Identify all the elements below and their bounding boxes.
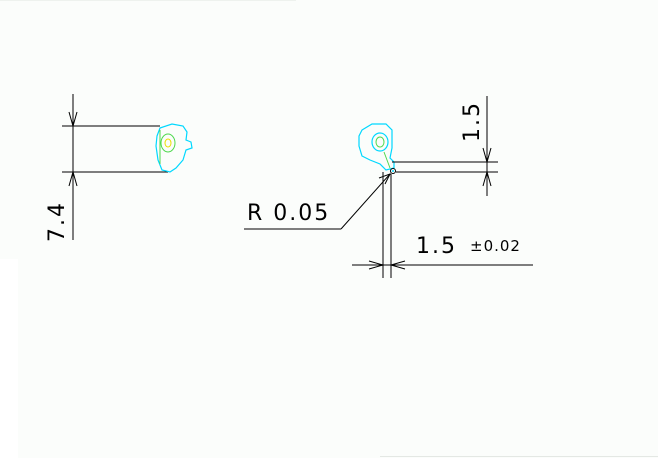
dimension-label-7-4: 7.4 — [45, 201, 70, 242]
arrow-bottom — [68, 170, 78, 187]
part-hole-left — [160, 133, 176, 153]
arrow-width-right — [389, 260, 406, 270]
arrow-height-top — [482, 147, 492, 164]
arrow-top — [68, 111, 78, 128]
radius-label: R 0.05 — [247, 201, 330, 226]
left-view: 7.4 — [45, 94, 193, 242]
arrow-height-bottom — [482, 170, 492, 187]
part-hole-right — [371, 132, 389, 152]
radius-leader-arrow — [378, 173, 392, 185]
right-view: 1.5 1.5 ±0.02 R 0.05 — [244, 96, 533, 278]
dimension-label-1-5-width: 1.5 — [416, 234, 457, 259]
part-hole-inner-right — [375, 136, 385, 148]
part-outline-left — [155, 123, 193, 173]
tip-radius-marker — [390, 168, 396, 174]
part-hole-inner-left — [164, 138, 172, 148]
tip-radius-dot — [392, 170, 394, 172]
dimension-tolerance: ±0.02 — [470, 237, 521, 255]
part-outline-right — [358, 123, 395, 171]
drawing-sheet-overlap — [0, 0, 296, 259]
arrow-width-left — [368, 260, 385, 270]
sheet-edge — [380, 456, 658, 457]
radius-leader-line — [340, 173, 391, 230]
dimension-label-1-5-height: 1.5 — [460, 101, 485, 142]
part-detail-line-right — [383, 151, 391, 169]
